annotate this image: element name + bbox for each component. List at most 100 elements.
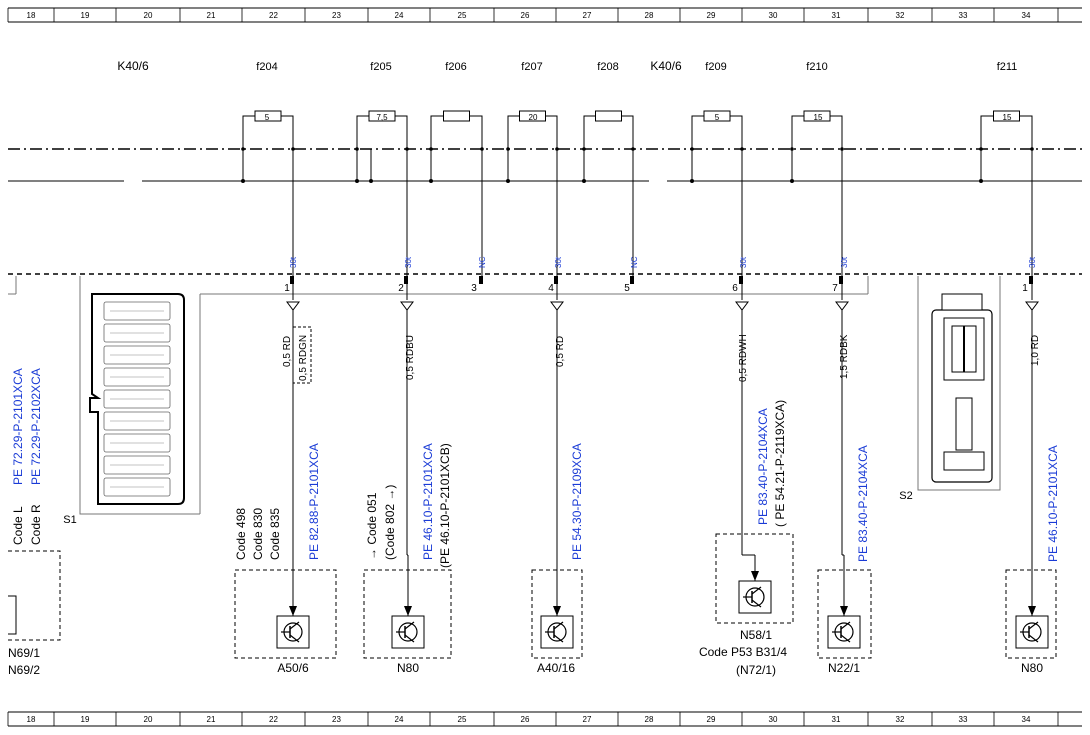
left-code-r: Code R [29,504,43,545]
component-dashed-box [531,569,583,659]
s2-label: S2 [899,490,912,502]
ruler-column-number: 33 [959,715,968,724]
fuse-lead-right [469,115,483,150]
component-dashed-box [1005,569,1057,659]
connector-label: NC [630,256,639,268]
left-ref-pe1: PE 72.29-P-2101XCA [11,368,25,485]
connector-label: 30t [1028,256,1037,268]
pin-number: 1 [1022,283,1028,294]
component-symbol-box [540,615,574,649]
component-dashed-box [817,569,872,659]
connector-label: 30t [289,256,298,268]
connector-label: 30t [739,256,748,268]
relay-label-right: K40/6 [650,59,682,73]
ruler-column-number: 23 [332,715,341,724]
ruler-column-number: 29 [707,715,716,724]
component-sub-code-p53: Code P53 B31/4 [699,645,787,659]
ruler-column-number: 32 [896,715,905,724]
component-dashed-box [363,569,452,659]
ruler-column-number: 30 [769,715,778,724]
fuse-output-wires [290,149,1033,284]
transistor-collector [1028,621,1039,630]
branch-pe-alt-n58: ( PE 54.21-P-2119XCA) [773,400,787,527]
s2-frame [917,276,1001,491]
s1-label: S1 [63,514,76,526]
ruler-column-number: 24 [395,715,404,724]
fuse-rating: 15 [1003,113,1012,122]
fuse-label-f204: f204 [256,61,277,73]
fuse-lead-left [242,115,255,150]
fuse-lead-right [830,115,843,150]
wire-arrowhead [1028,606,1036,616]
ruler-column-number: 28 [645,715,654,724]
fuse-lead-right [395,115,408,150]
transistor-emitter [751,599,762,608]
ruler-column-number: 25 [458,11,467,20]
s1-switch-symbol [89,293,185,505]
fuse-label-f205: f205 [370,61,391,73]
branch-pe-a50: PE 82.88-P-2101XCA [307,443,321,560]
fuse-lead-left [980,115,994,150]
connector-terminal [1029,276,1033,284]
connector-labels: 30t 30t NC 30t NC 30t 30t 30t [289,256,1037,268]
ruler-column-number: 22 [269,715,278,724]
wire-arrow [550,301,564,311]
pin-number: 5 [624,283,630,294]
fuse-lead-right [1019,115,1033,150]
branch-pe-n22: PE 83.40-P-2104XCA [856,445,870,562]
ruler-column-number: 18 [27,11,36,20]
s1-slot [103,477,171,497]
branch-code: Code 498 [234,508,248,560]
ruler-column-number: 30 [769,11,778,20]
relay-label-left: K40/6 [117,59,149,73]
wire-label: 0,5 RDWH [738,334,749,382]
wire-label: 0,5 RD [282,336,293,367]
fuse-rating: 20 [529,113,538,122]
component-dashed-box [234,569,337,659]
connector-label: 30t [554,256,563,268]
ruler-column-number: 34 [1022,11,1031,20]
branch-code: Code 835 [268,508,282,560]
transistor-emitter [840,634,851,643]
s1-slot [103,389,171,409]
component-label-n80: N80 [397,661,419,675]
bus-label-bg-left [124,177,142,185]
transistor-collector [840,621,851,630]
fuse-lead-right [621,115,634,150]
alt-wire-box [292,326,312,384]
connector-terminal [404,276,408,284]
wire-arrow [400,301,414,311]
wire-arrow [835,301,849,311]
fuse-lead-left [430,115,444,150]
connector-terminal [290,276,294,284]
ruler-column-number: 26 [521,715,530,724]
transistor-collector [289,621,300,630]
connector-terminal [554,276,558,284]
transistor-emitter [553,634,564,643]
branch-pe-a40: PE 54.30-P-2109XCA [570,443,584,560]
component-dashed-box [715,533,794,624]
left-component-stub [8,595,17,635]
fuse-label-f209: f209 [705,61,726,73]
component-sub-n72-1: (N72/1) [736,663,776,677]
ruler-column-number: 21 [207,715,216,724]
branch-pe-n58: PE 83.40-P-2104XCA [756,408,770,525]
pin-number: 2 [398,283,404,294]
wire-arrowhead [751,571,759,581]
fuse-lead-right [730,115,743,150]
fuse-rating: 5 [715,113,720,122]
connector-terminal [739,276,743,284]
wire-arrow [286,301,300,311]
wire-arrowhead [553,606,561,616]
wire-arrowhead [840,606,848,616]
wire-arrowhead [289,606,297,616]
s1-frame [79,276,200,515]
fuse-label-f207: f207 [521,61,542,73]
s2-switch-symbol [931,293,993,483]
s2-cap [941,293,983,311]
connector-terminal [839,276,843,284]
ruler-column-number: 24 [395,11,404,20]
ruler-column-number: 31 [832,715,841,724]
